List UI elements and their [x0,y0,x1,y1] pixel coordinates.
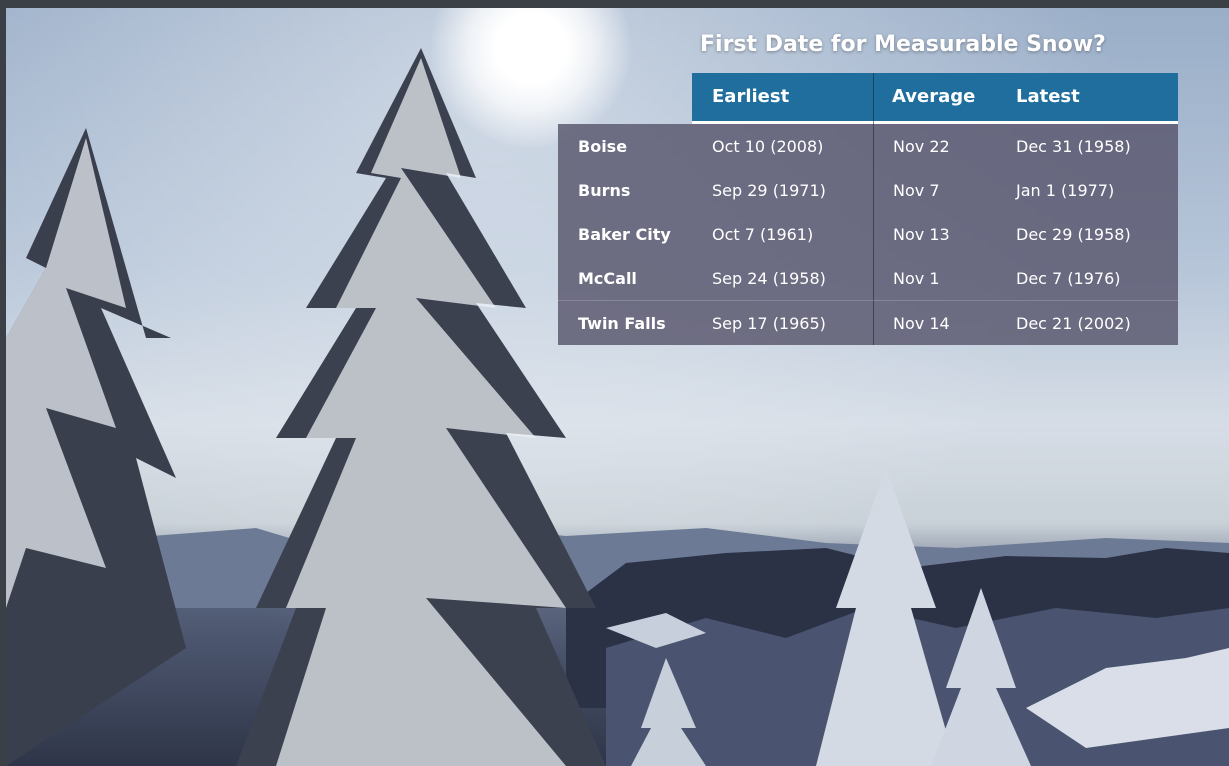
cell-earliest: Sep 29 (1971) [712,181,826,200]
cell-earliest: Sep 24 (1958) [712,269,826,288]
column-divider [873,73,874,345]
snow-patch-2 [606,613,706,648]
column-header-average: Average [892,86,976,107]
tree-right-3 [631,658,706,766]
column-header-earliest: Earliest [712,86,790,107]
cell-average: Nov 7 [893,181,940,200]
tree-right-2 [931,588,1031,766]
chart-title: First Date for Measurable Snow? [700,32,1106,57]
table-row: Boise Oct 10 (2008) Nov 22 Dec 31 (1958) [558,124,1178,168]
snow-date-table: Earliest Average Latest Boise Oct 10 (20… [558,73,1178,345]
row-label: McCall [578,269,637,288]
table-body: Boise Oct 10 (2008) Nov 22 Dec 31 (1958)… [558,73,1178,345]
tree-left-snow [6,138,126,608]
table-header: Earliest Average Latest [692,73,1178,124]
cell-earliest: Oct 7 (1961) [712,225,814,244]
cell-latest: Dec 21 (2002) [1016,314,1131,333]
table-row: Burns Sep 29 (1971) Nov 7 Jan 1 (1977) [558,168,1178,212]
snow-patch [1026,648,1229,748]
cell-average: Nov 14 [893,314,950,333]
tree-right-1 [816,468,956,766]
snowy-forest-landscape [6,48,1229,766]
cell-earliest: Oct 10 (2008) [712,137,824,156]
row-label: Twin Falls [578,314,666,333]
table-row: McCall Sep 24 (1958) Nov 1 Dec 7 (1976) [558,256,1178,300]
tree-center-snow [276,58,566,766]
cell-average: Nov 13 [893,225,950,244]
cell-latest: Jan 1 (1977) [1016,181,1115,200]
row-label: Baker City [578,225,671,244]
cell-latest: Dec 29 (1958) [1016,225,1131,244]
row-label: Boise [578,137,628,156]
cell-average: Nov 22 [893,137,950,156]
cell-latest: Dec 7 (1976) [1016,269,1121,288]
cell-latest: Dec 31 (1958) [1016,137,1131,156]
cell-average: Nov 1 [893,269,940,288]
table-row: Twin Falls Sep 17 (1965) Nov 14 Dec 21 (… [558,300,1178,345]
table-row: Baker City Oct 7 (1961) Nov 13 Dec 29 (1… [558,212,1178,256]
row-label: Burns [578,181,631,200]
column-header-latest: Latest [1016,86,1080,107]
cell-earliest: Sep 17 (1965) [712,314,826,333]
